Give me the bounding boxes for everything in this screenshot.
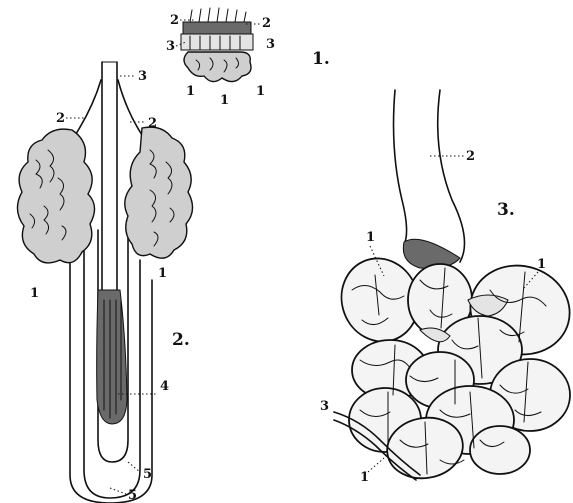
fig2-label-3-top: 3 (138, 69, 147, 84)
fig1-label-3-left: 3 (166, 39, 175, 54)
fig1-label-1-mid: 1 (220, 93, 229, 108)
fig1-label-1-left: 1 (186, 84, 195, 99)
fig2-label-1-right: 1 (158, 266, 167, 281)
figure-1-drawing (181, 8, 253, 82)
fig3-label-2: 2 (466, 149, 475, 164)
fig3-label-1-bottom: 1 (360, 470, 369, 485)
figure-2-number: 2. (172, 330, 190, 350)
fig2-label-2-right: 2 (148, 116, 157, 131)
fig2-label-5-upper: 5 (143, 467, 152, 482)
fig2-label-5-lower: 5 (128, 488, 137, 503)
fig3-label-1-left: 1 (366, 230, 375, 245)
fig1-label-3-right: 3 (266, 37, 275, 52)
fig1-label-2-left: 2 (170, 13, 179, 28)
figure-3-drawing (330, 90, 573, 484)
figure-3-number: 3. (497, 200, 515, 220)
fig3-label-1-right: 1 (537, 257, 546, 272)
fig1-label-1-right: 1 (256, 84, 265, 99)
fig2-label-4: 4 (160, 379, 169, 394)
fig2-label-2-left: 2 (56, 111, 65, 126)
figure-1-number: 1. (312, 49, 330, 69)
fig3-label-3: 3 (320, 399, 329, 414)
figure-2-drawing (17, 62, 192, 503)
fig2-label-1-left: 1 (30, 286, 39, 301)
fig1-label-2-right: 2 (262, 16, 271, 31)
